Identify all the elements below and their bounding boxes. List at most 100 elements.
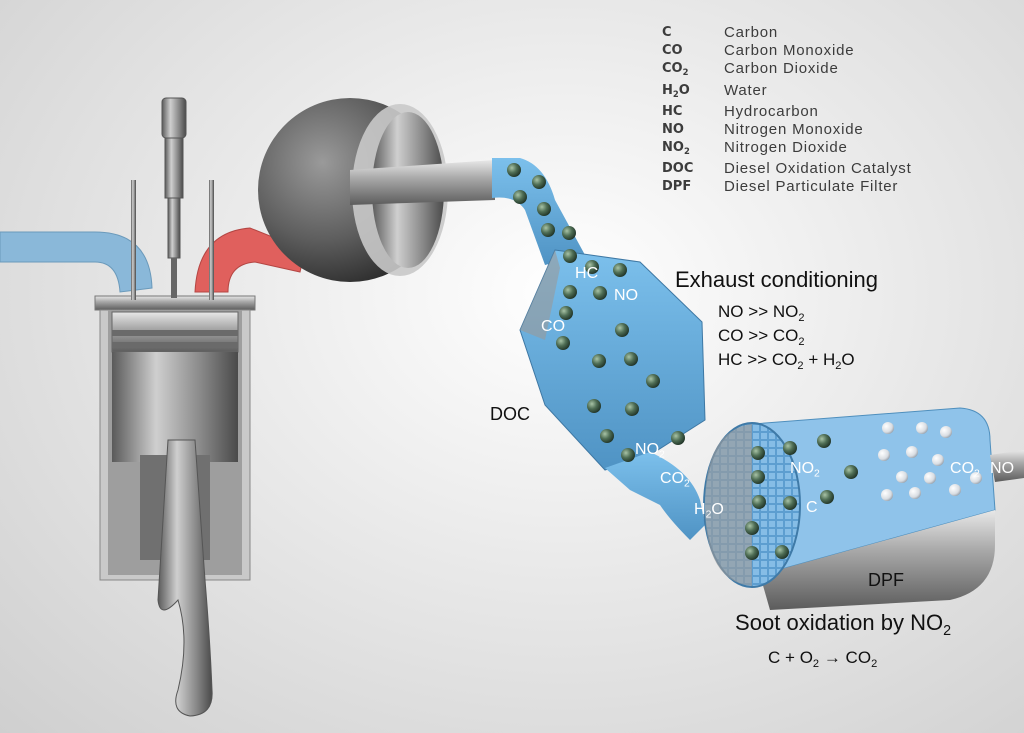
clean-particle <box>878 449 890 461</box>
legend-abbreviation: DOC <box>662 161 694 177</box>
clean-particle <box>940 426 952 438</box>
dpf-label: DPF <box>868 570 904 590</box>
soot-particle <box>615 323 629 337</box>
legend-description: Diesel Oxidation Catalyst <box>724 160 912 178</box>
dpf-outlet-pipe <box>990 450 1024 482</box>
soot-particle <box>745 521 759 535</box>
soot-particle <box>587 399 601 413</box>
soot-particle <box>844 465 858 479</box>
soot-particle <box>624 352 638 366</box>
soot-particle <box>751 446 765 460</box>
soot-particle <box>613 263 627 277</box>
reaction-carbon-oxidation: C + O2 → CO2 <box>768 648 878 670</box>
legend-description: Diesel Particulate Filter <box>724 178 899 196</box>
clean-particle <box>909 487 921 499</box>
soot-particle <box>783 441 797 455</box>
legend-abbreviation: DPF <box>662 179 692 195</box>
clean-particle <box>949 484 961 496</box>
doc-shadow-face <box>520 250 560 340</box>
molecule-label-co2-doc: CO2 <box>660 470 690 490</box>
legend-row: C Carbon <box>662 24 912 42</box>
soot-particle <box>783 496 797 510</box>
legend-row: H2O Water <box>662 82 912 103</box>
legend-abbreviation: CO <box>662 43 683 59</box>
soot-particle <box>752 495 766 509</box>
legend-abbreviation: CO2 <box>662 61 689 78</box>
doc-label: DOC <box>490 404 530 424</box>
soot-particle <box>646 374 660 388</box>
legend-row: DOC Diesel Oxidation Catalyst <box>662 160 912 178</box>
reaction-co-to-co2: CO >> CO2 <box>718 326 805 348</box>
molecule-label-no2-dpf: NO2 <box>790 460 820 480</box>
reaction-no-to-no2: NO >> NO2 <box>718 302 805 324</box>
legend-description: Carbon Dioxide <box>724 60 839 78</box>
reaction-hc-to-co2-h2o: HC >> CO2 + H2O <box>718 350 855 372</box>
soot-particle <box>556 336 570 350</box>
particles <box>507 163 982 560</box>
clean-particle <box>906 446 918 458</box>
soot-particle <box>563 249 577 263</box>
clean-particle <box>882 422 894 434</box>
soot-particle <box>541 223 555 237</box>
legend-abbreviation: H2O <box>662 82 690 99</box>
legend-row: NO2 Nitrogen Dioxide <box>662 139 912 160</box>
doc-dpf-connector-pipe <box>605 452 705 540</box>
legend-abbreviation: C <box>662 25 672 40</box>
clean-particle <box>924 472 936 484</box>
legend-description: Water <box>724 81 768 99</box>
molecule-label-no-out: NO <box>990 460 1015 477</box>
molecule-label-h2o: H2O <box>694 501 724 521</box>
soot-particle <box>817 434 831 448</box>
connecting-rod <box>157 439 213 717</box>
exhaust-valve <box>209 180 214 300</box>
dpf-filter-body <box>703 407 996 610</box>
fuel-injector <box>161 97 187 298</box>
legend-abbreviation: NO2 <box>662 140 690 157</box>
clean-particle <box>932 454 944 466</box>
soot-particle <box>532 175 546 189</box>
exhaust-conditioning-heading: Exhaust conditioning <box>675 267 879 292</box>
legend-abbreviation: HC <box>662 103 683 119</box>
soot-particle <box>751 470 765 484</box>
molecule-label-c: C <box>806 499 818 516</box>
soot-particle <box>563 285 577 299</box>
clean-particle <box>896 471 908 483</box>
legend-abbreviation: NO <box>662 121 684 137</box>
soot-particle <box>592 354 606 368</box>
intake-valve <box>131 180 136 300</box>
molecule-label-hc: HC <box>575 265 599 282</box>
soot-particle <box>562 226 576 240</box>
soot-particle <box>671 431 685 445</box>
molecule-label-no2-doc: NO2 <box>635 441 665 461</box>
legend-row: CO Carbon Monoxide <box>662 42 912 60</box>
legend-description: Nitrogen Monoxide <box>724 120 864 138</box>
legend-row: CO2 Carbon Dioxide <box>662 60 912 81</box>
molecule-label-co: CO <box>541 318 566 335</box>
molecule-label-co2-out: CO2 <box>950 460 980 480</box>
clean-particle <box>970 472 982 484</box>
clean-particle <box>916 422 928 434</box>
soot-particle <box>593 286 607 300</box>
soot-particle <box>513 190 527 204</box>
legend-description: Carbon <box>724 24 778 41</box>
legend-description: Nitrogen Dioxide <box>724 139 848 157</box>
soot-particle <box>600 429 614 443</box>
intake-pipe <box>0 231 153 293</box>
soot-particle <box>585 260 599 274</box>
legend-row: HC Hydrocarbon <box>662 103 912 121</box>
molecule-label-no: NO <box>614 287 639 304</box>
soot-particle <box>559 306 573 320</box>
soot-particle <box>621 448 635 462</box>
legend-description: Hydrocarbon <box>724 102 819 120</box>
turbo-outlet-pipe <box>350 160 495 205</box>
soot-particle <box>537 202 551 216</box>
legend-row: DPF Diesel Particulate Filter <box>662 178 912 196</box>
soot-oxidation-heading: Soot oxidation by NO2 <box>735 610 952 639</box>
soot-particle <box>625 402 639 416</box>
legend-description: Carbon Monoxide <box>724 42 855 60</box>
legend-row: NO Nitrogen Monoxide <box>662 121 912 139</box>
soot-particle <box>775 545 789 559</box>
